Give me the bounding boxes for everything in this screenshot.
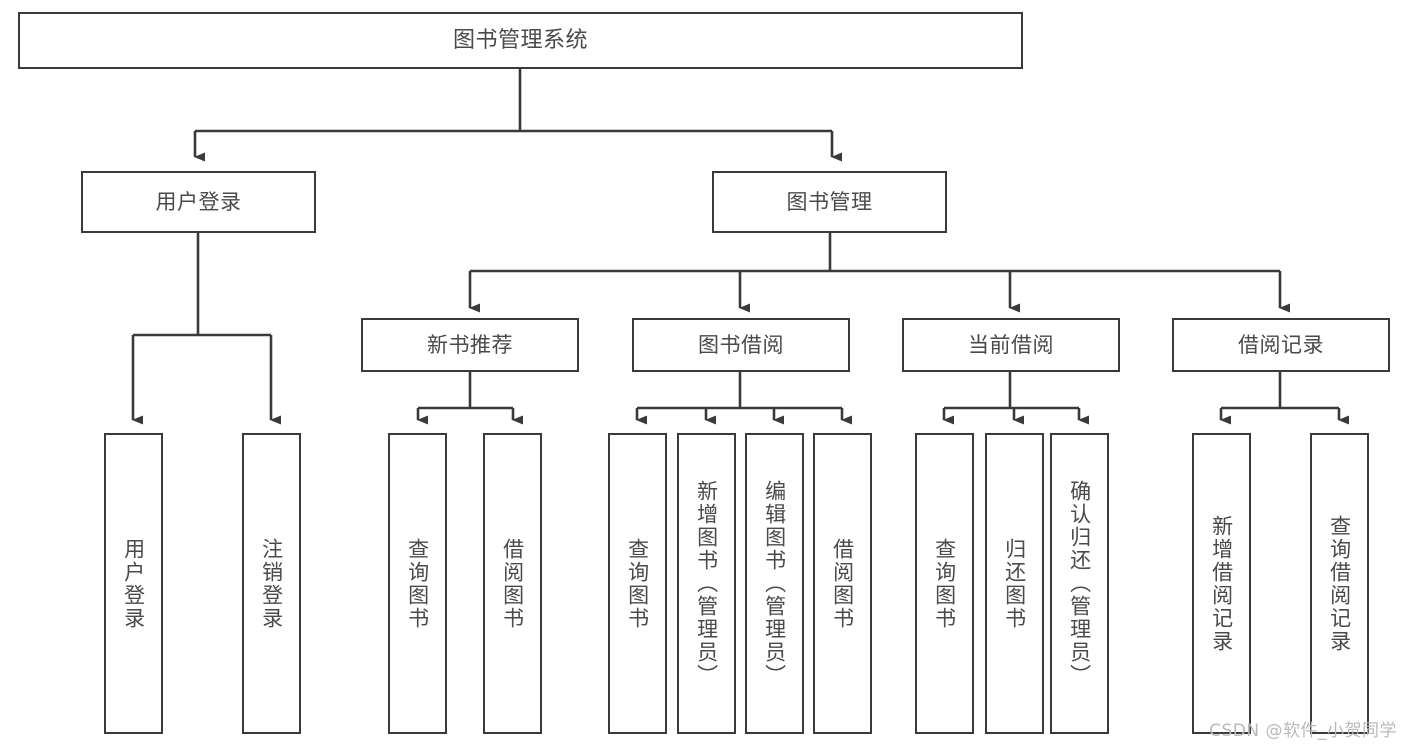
node-current-borrow[interactable]: 当前借阅 — [902, 318, 1120, 372]
node-leaf-return-book[interactable]: 归还图书 — [985, 433, 1044, 734]
node-leaf-borrow-book-2[interactable]: 借阅图书 — [813, 433, 872, 734]
node-leaf-borrow-book-1-label: 借阅图书 — [500, 537, 525, 630]
node-borrow-record-label: 借阅记录 — [1238, 332, 1324, 357]
node-book-borrow[interactable]: 图书借阅 — [632, 318, 850, 372]
node-leaf-user-login[interactable]: 用户登录 — [104, 433, 163, 734]
node-leaf-return-book-label: 归还图书 — [1002, 537, 1027, 630]
node-leaf-add-record-label: 新增借阅记录 — [1209, 514, 1234, 653]
node-new-book-recommend[interactable]: 新书推荐 — [361, 318, 579, 372]
node-user-login[interactable]: 用户登录 — [81, 171, 316, 233]
node-book-management[interactable]: 图书管理 — [712, 171, 947, 233]
node-leaf-add-book[interactable]: 新增图书（管理员） — [677, 433, 736, 734]
node-root-label: 图书管理系统 — [452, 27, 588, 53]
node-book-management-label: 图书管理 — [786, 189, 873, 214]
csdn-watermark: CSDN @软件_小贺同学 — [1209, 721, 1397, 741]
node-current-borrow-label: 当前借阅 — [968, 332, 1054, 357]
node-leaf-add-record[interactable]: 新增借阅记录 — [1192, 433, 1251, 734]
node-leaf-user-login-label: 用户登录 — [121, 537, 146, 630]
node-leaf-add-book-label: 新增图书（管理员） — [694, 480, 719, 687]
node-leaf-confirm-return[interactable]: 确认归还（管理员） — [1050, 433, 1109, 734]
node-leaf-logout-label: 注销登录 — [259, 537, 284, 630]
node-leaf-query-book-3-label: 查询图书 — [932, 537, 957, 630]
node-leaf-edit-book-label: 编辑图书（管理员） — [762, 480, 787, 687]
node-leaf-query-record-label: 查询借阅记录 — [1327, 514, 1352, 653]
node-user-login-label: 用户登录 — [155, 189, 242, 214]
node-leaf-query-book-1-label: 查询图书 — [405, 537, 430, 630]
node-book-borrow-label: 图书借阅 — [698, 332, 784, 357]
node-leaf-query-book-1[interactable]: 查询图书 — [388, 433, 447, 734]
node-leaf-confirm-return-label: 确认归还（管理员） — [1067, 480, 1092, 687]
node-leaf-borrow-book-2-label: 借阅图书 — [830, 537, 855, 630]
node-leaf-edit-book[interactable]: 编辑图书（管理员） — [745, 433, 804, 734]
node-leaf-borrow-book-1[interactable]: 借阅图书 — [483, 433, 542, 734]
node-borrow-record[interactable]: 借阅记录 — [1172, 318, 1390, 372]
node-leaf-query-record[interactable]: 查询借阅记录 — [1310, 433, 1369, 734]
node-leaf-query-book-2[interactable]: 查询图书 — [608, 433, 667, 734]
node-leaf-logout[interactable]: 注销登录 — [242, 433, 301, 734]
node-leaf-query-book-2-label: 查询图书 — [625, 537, 650, 630]
node-root[interactable]: 图书管理系统 — [18, 12, 1023, 69]
node-new-book-recommend-label: 新书推荐 — [427, 332, 513, 357]
node-leaf-query-book-3[interactable]: 查询图书 — [915, 433, 974, 734]
